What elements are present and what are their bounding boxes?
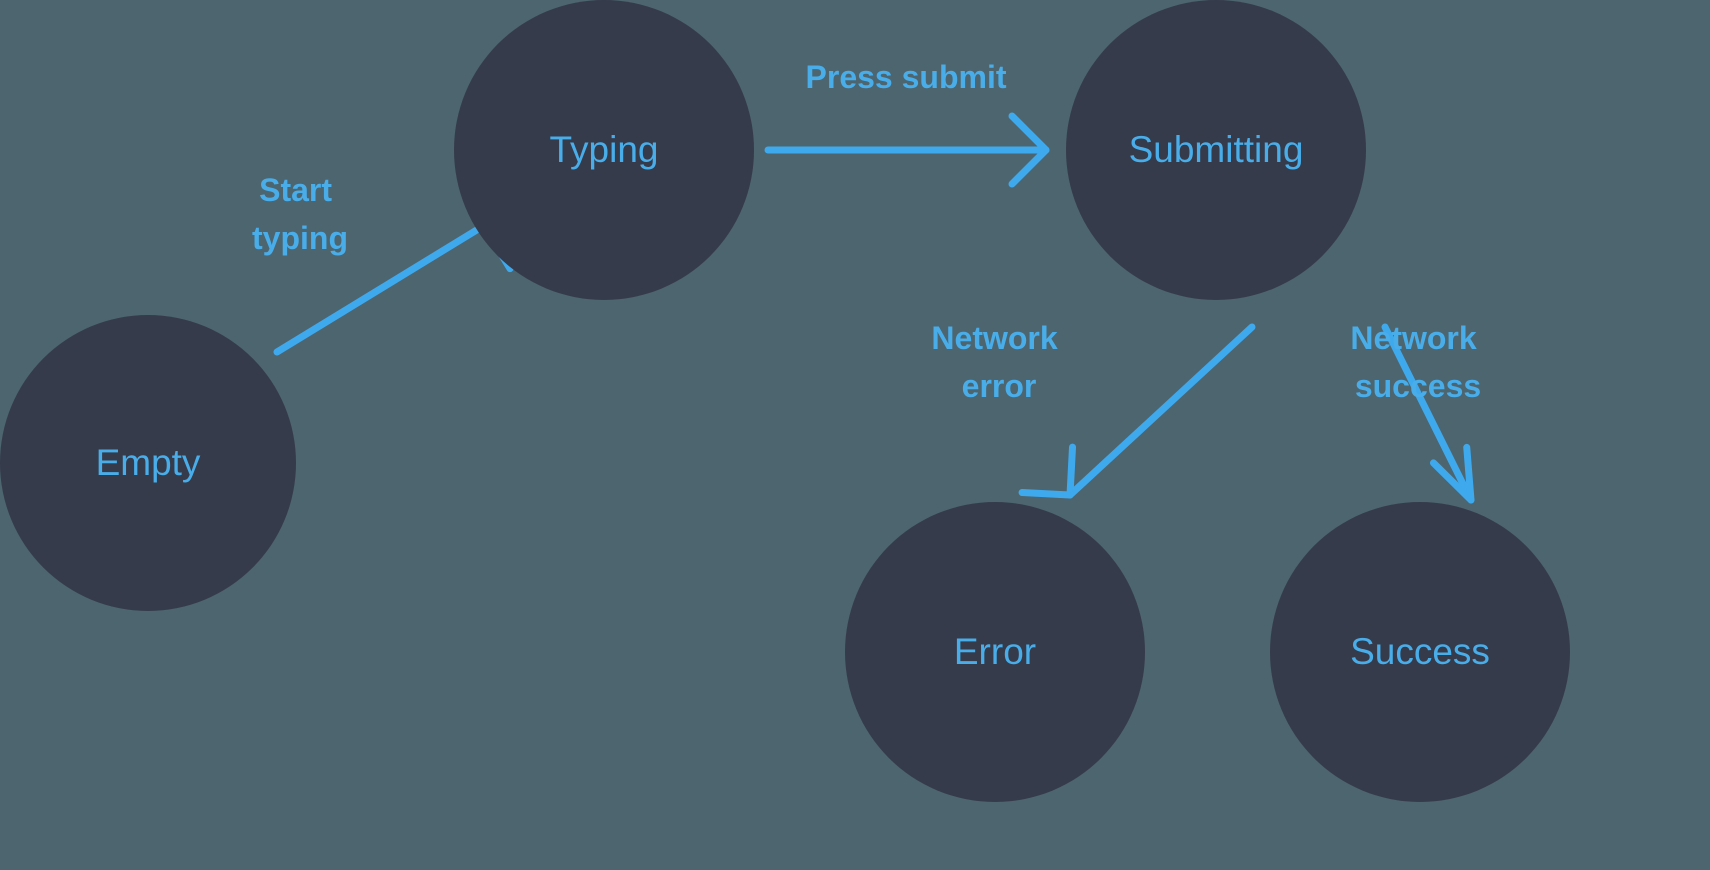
state-node-error-circle[interactable] [845,502,1145,802]
state-node-empty-circle[interactable] [0,315,296,611]
state-node-success[interactable]: Success [1270,502,1570,802]
arrowhead-network-error [1018,443,1077,499]
edge-line-network-success [1381,323,1475,504]
state-node-typing-label: Typing [549,129,658,170]
state-node-typing[interactable]: Typing [454,0,754,300]
state-node-submitting[interactable]: Submitting [1066,0,1366,300]
edge-label-start-typing-line-2: typing [252,220,348,256]
edge-line-network-error [1066,323,1256,499]
edge-label-network-success: Network success [1350,320,1485,404]
arrowhead-network-success [1429,443,1475,504]
edge-label-start-typing-line-1: Start [259,172,332,208]
edge-network-success [1381,323,1475,504]
edge-label-network-success-line-1: Network [1350,320,1476,356]
edge-label-press-submit: Press submit [806,59,1007,95]
edge-label-network-error: Network error [931,320,1066,404]
edge-label-network-error-line-2: error [962,368,1037,404]
state-node-error-label: Error [954,631,1036,672]
state-node-submitting-circle[interactable] [1066,0,1366,300]
arrowhead-press-submit [1008,112,1050,188]
state-node-empty-label: Empty [96,442,201,483]
edge-label-network-success-line-2: success [1355,368,1481,404]
edge-label-press-submit-line-1: Press submit [806,59,1007,95]
state-node-success-label: Success [1350,631,1490,672]
state-node-typing-circle[interactable] [454,0,754,300]
edge-press-submit [764,112,1050,188]
state-node-empty[interactable]: Empty [0,315,296,611]
edge-label-network-error-line-1: Network [931,320,1057,356]
edge-label-start-typing: Start typing [252,172,348,256]
state-node-success-circle[interactable] [1270,502,1570,802]
state-node-submitting-label: Submitting [1129,129,1304,170]
edge-network-error [1018,323,1256,499]
edge-line-start-typing [273,224,484,356]
state-node-error[interactable]: Error [845,502,1145,802]
